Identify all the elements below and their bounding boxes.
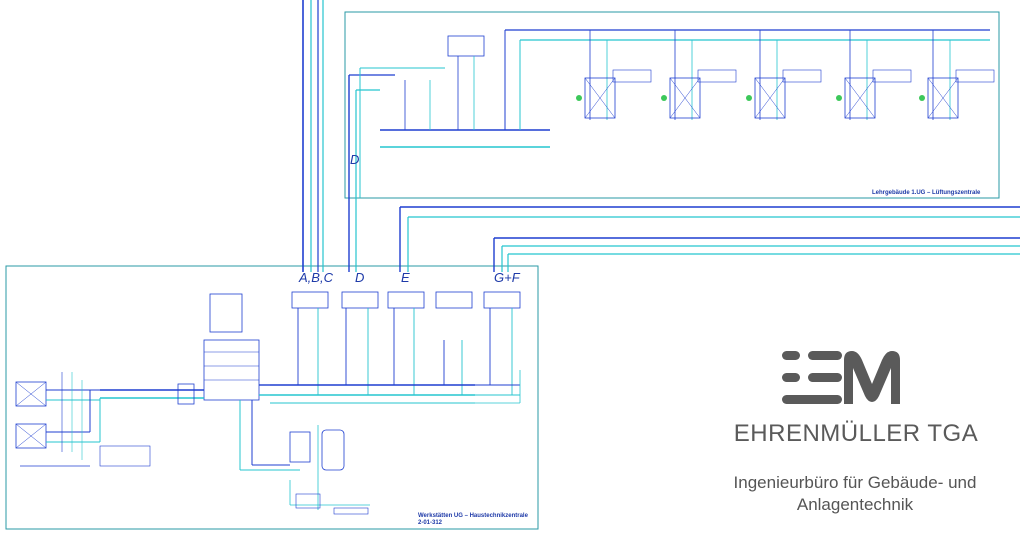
label-d-lower: D: [355, 270, 365, 285]
label-e: E: [401, 270, 410, 285]
central-station: [100, 293, 270, 405]
lower-frame: [5, 265, 539, 530]
company-logo-icon: [782, 351, 900, 404]
company-name: EHRENMÜLLER TGA: [733, 420, 979, 447]
boilers: [15, 372, 151, 467]
upper-frame-title: Lehrgebäude 1.UG – Lüftungszentrale: [872, 190, 981, 196]
label-d-upper: D: [350, 152, 360, 167]
upper-frame: [344, 11, 1000, 199]
storage-tanks: [239, 400, 370, 515]
upper-units: [576, 30, 995, 120]
tagline-line-1: Ingenieurbüro für Gebäude- und: [733, 473, 977, 492]
lower-frame-number: 2-01-312: [418, 520, 443, 526]
company-tagline: Ingenieurbüro für Gebäude- und Anlagente…: [690, 472, 1020, 516]
outgoing-pipes: [399, 206, 1020, 272]
label-gf: G+F: [494, 270, 520, 285]
tagline-line-2: Anlagentechnik: [796, 495, 914, 514]
riser-pipes: [302, 0, 395, 272]
lower-frame-title: Werkstätten UG – Haustechnikzentrale: [418, 513, 528, 519]
lower-groups: [270, 291, 521, 404]
label-abc: A,B,C: [299, 270, 333, 285]
upper-distribution: [359, 29, 990, 198]
